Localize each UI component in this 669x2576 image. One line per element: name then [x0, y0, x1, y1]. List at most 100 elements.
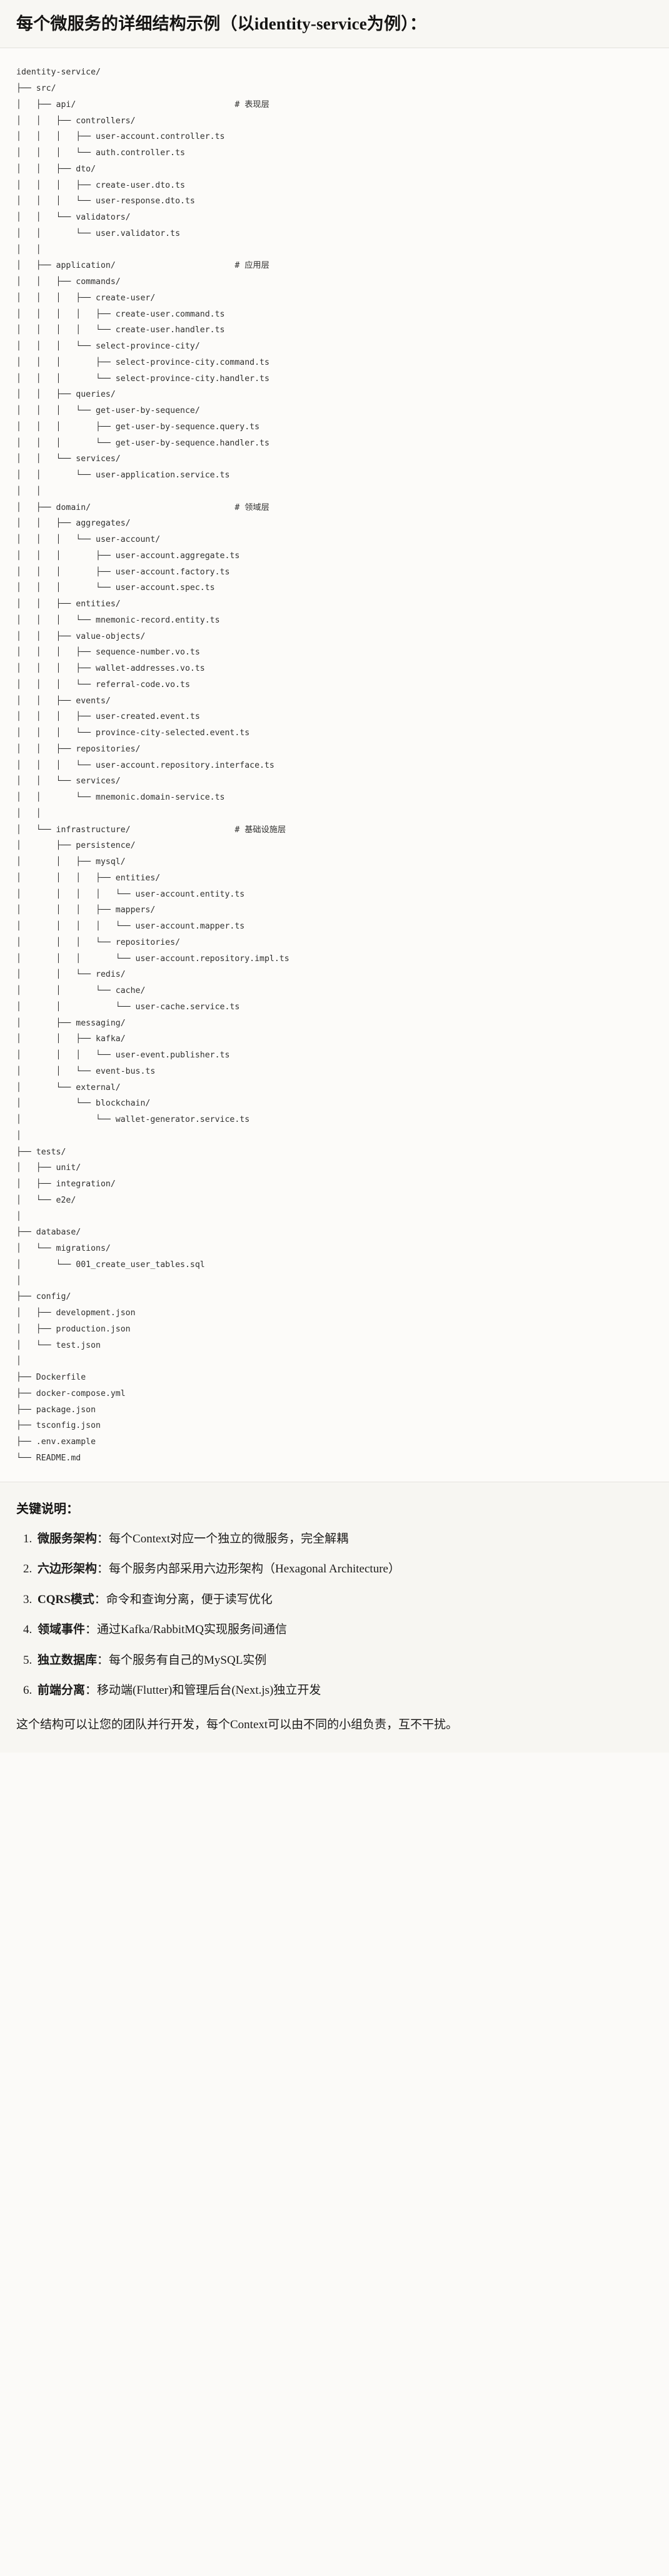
page-header: 每个微服务的详细结构示例（以identity-service为例）： — [0, 0, 669, 49]
tree-line: │ │ ├── mysql/ — [16, 857, 126, 867]
key-note-item: CQRS模式：命令和查询分离，便于读写优化 — [35, 1591, 653, 1609]
tree-line: │ └── wallet-generator.service.ts — [16, 1115, 250, 1125]
tree-line: │ — [16, 1357, 21, 1367]
tree-line: │ │ │ └── user-account.spec.ts — [16, 583, 215, 593]
tree-line: │ └── external/ — [16, 1082, 121, 1092]
tree-line: │ ├── application/ # 应用层 — [16, 261, 269, 271]
tree-line: │ ├── unit/ — [16, 1163, 81, 1173]
key-note-term: 六边形架构 — [38, 1562, 98, 1576]
tree-line: │ │ │ └── user-response.dto.ts — [16, 196, 195, 206]
tree-line: │ │ └── cache/ — [16, 986, 146, 996]
tree-line: │ │ │ │ └── user-account.mapper.ts — [16, 922, 245, 932]
tree-line: │ └── test.json — [16, 1340, 101, 1350]
directory-tree-block: identity-service/ ├── src/ │ ├── api/ # … — [0, 48, 669, 1482]
key-note-desc: ：移动端(Flutter)和管理后台(Next.js)独立开发 — [85, 1684, 321, 1698]
key-note-item: 领域事件：通过Kafka/RabbitMQ实现服务间通信 — [35, 1621, 653, 1639]
tree-line: │ │ ├── repositories/ — [16, 744, 141, 754]
tree-line: │ │ │ ├── get-user-by-sequence.query.ts — [16, 422, 260, 432]
tree-line: │ │ │ └── user-event.publisher.ts — [16, 1051, 230, 1061]
tree-line: │ │ │ └── user-account.repository.interf… — [16, 760, 274, 770]
tree-line: │ │ │ └── repositories/ — [16, 937, 181, 947]
tree-line: ├── Dockerfile — [16, 1373, 86, 1383]
tree-line: │ │ │ └── get-user-by-sequence/ — [16, 406, 200, 416]
key-note-desc: ：每个Context对应一个独立的微服务，完全解耦 — [97, 1532, 349, 1545]
tree-line: │ └── infrastructure/ # 基础设施层 — [16, 825, 286, 835]
tree-line: │ │ │ ├── select-province-city.command.t… — [16, 357, 269, 367]
tree-line: │ │ — [16, 486, 41, 496]
tree-line: │ │ ├── controllers/ — [16, 116, 136, 126]
tree-line: │ │ └── event-bus.ts — [16, 1066, 156, 1076]
key-note-item: 独立数据库：每个服务有自己的MySQL实例 — [35, 1652, 653, 1670]
tree-line: │ │ │ └── user-account/ — [16, 535, 161, 545]
key-note-desc: ：命令和查询分离，便于读写优化 — [94, 1592, 273, 1606]
tree-line: ├── tests/ — [16, 1147, 66, 1157]
directory-tree: identity-service/ ├── src/ │ ├── api/ # … — [16, 64, 653, 1466]
tree-line: │ ├── integration/ — [16, 1179, 116, 1189]
tree-line: │ └── blockchain/ — [16, 1099, 151, 1109]
tree-comment: # 基础设施层 — [234, 825, 286, 835]
tree-line: │ │ │ └── get-user-by-sequence.handler.t… — [16, 438, 269, 448]
tree-line: │ ├── persistence/ — [16, 841, 136, 851]
tree-line: │ ├── messaging/ — [16, 1018, 126, 1028]
tree-line: │ — [16, 1276, 21, 1286]
tree-line: │ │ │ │ ├── create-user.command.ts — [16, 309, 225, 319]
key-note-item: 六边形架构：每个服务内部采用六边形架构（Hexagonal Architectu… — [35, 1560, 653, 1579]
tree-comment: # 表现层 — [234, 99, 269, 109]
tree-line: │ │ │ └── province-city-selected.event.t… — [16, 728, 250, 738]
tree-line: ├── config/ — [16, 1292, 71, 1302]
page-title: 每个微服务的详细结构示例（以identity-service为例）： — [16, 14, 427, 33]
tree-line: │ │ ├── commands/ — [16, 277, 121, 287]
tree-line: │ ├── api/ # 表现层 — [16, 99, 269, 109]
tree-line: │ │ └── services/ — [16, 454, 121, 464]
key-notes-list: 微服务架构：每个Context对应一个独立的微服务，完全解耦六边形架构：每个服务… — [16, 1530, 653, 1700]
tree-line: │ └── e2e/ — [16, 1195, 76, 1205]
tree-line: │ └── 001_create_user_tables.sql — [16, 1260, 205, 1270]
tree-line: │ │ ├── kafka/ — [16, 1034, 126, 1044]
tree-line: │ │ └── services/ — [16, 776, 121, 787]
tree-line: │ │ │ ├── user-account.controller.ts — [16, 132, 225, 142]
key-note-term: 前端分离 — [38, 1684, 86, 1698]
tree-line: │ │ │ ├── mappers/ — [16, 905, 156, 915]
tree-line: │ │ ├── value-objects/ — [16, 631, 146, 641]
tree-line: │ ├── production.json — [16, 1324, 131, 1334]
tree-line: │ │ — [16, 245, 41, 255]
key-note-item: 前端分离：移动端(Flutter)和管理后台(Next.js)独立开发 — [35, 1682, 653, 1700]
tree-line: │ │ │ ├── sequence-number.vo.ts — [16, 648, 200, 658]
key-note-desc: ：每个服务有自己的MySQL实例 — [97, 1653, 267, 1667]
tree-line: │ │ — [16, 808, 41, 818]
key-note-desc: ：每个服务内部采用六边形架构（Hexagonal Architecture） — [97, 1562, 400, 1576]
tree-line: ├── tsconfig.json — [16, 1421, 101, 1431]
tree-line: │ │ │ ├── user-account.factory.ts — [16, 567, 230, 577]
tree-line: │ ├── domain/ # 领域层 — [16, 502, 269, 512]
key-note-item: 微服务架构：每个Context对应一个独立的微服务，完全解耦 — [35, 1530, 653, 1549]
closing-paragraph: 这个结构可以让您的团队并行开发，每个Context可以由不同的小组负责，互不干扰… — [16, 1718, 458, 1731]
tree-line: │ │ └── user-application.service.ts — [16, 471, 230, 481]
tree-line: │ │ └── mnemonic.domain-service.ts — [16, 793, 225, 803]
tree-line: │ │ │ ├── wallet-addresses.vo.ts — [16, 664, 205, 674]
tree-line: │ │ ├── events/ — [16, 696, 111, 706]
tree-line: └── README.md — [16, 1453, 81, 1463]
tree-line: │ │ ├── queries/ — [16, 390, 116, 400]
tree-line: ├── docker-compose.yml — [16, 1388, 126, 1398]
tree-line: │ │ │ └── user-account.repository.impl.t… — [16, 954, 289, 964]
tree-line: identity-service/ — [16, 68, 101, 78]
key-note-term: 领域事件 — [38, 1623, 86, 1637]
key-notes-section: 关键说明： 微服务架构：每个Context对应一个独立的微服务，完全解耦六边形架… — [0, 1481, 669, 1753]
tree-line: ├── src/ — [16, 84, 56, 94]
key-note-term: CQRS模式 — [38, 1592, 94, 1606]
tree-line: │ │ │ │ └── user-account.entity.ts — [16, 889, 245, 899]
tree-line: │ │ └── user-cache.service.ts — [16, 1002, 240, 1012]
tree-line: │ │ │ ├── entities/ — [16, 873, 161, 883]
tree-line: │ │ │ ├── user-account.aggregate.ts — [16, 551, 240, 561]
tree-line: │ │ └── user.validator.ts — [16, 228, 181, 238]
tree-line: ├── database/ — [16, 1228, 81, 1238]
tree-line: │ │ │ └── referral-code.vo.ts — [16, 680, 190, 690]
tree-comment: # 领域层 — [234, 502, 269, 512]
tree-line: │ — [16, 1131, 21, 1141]
tree-line: │ │ ├── entities/ — [16, 599, 121, 609]
key-note-desc: ：通过Kafka/RabbitMQ实现服务间通信 — [85, 1623, 287, 1637]
key-notes-heading: 关键说明： — [16, 1502, 79, 1516]
key-note-term: 微服务架构 — [38, 1532, 98, 1545]
tree-comment: # 应用层 — [234, 261, 269, 271]
tree-line: │ │ │ └── mnemonic-record.entity.ts — [16, 615, 220, 625]
